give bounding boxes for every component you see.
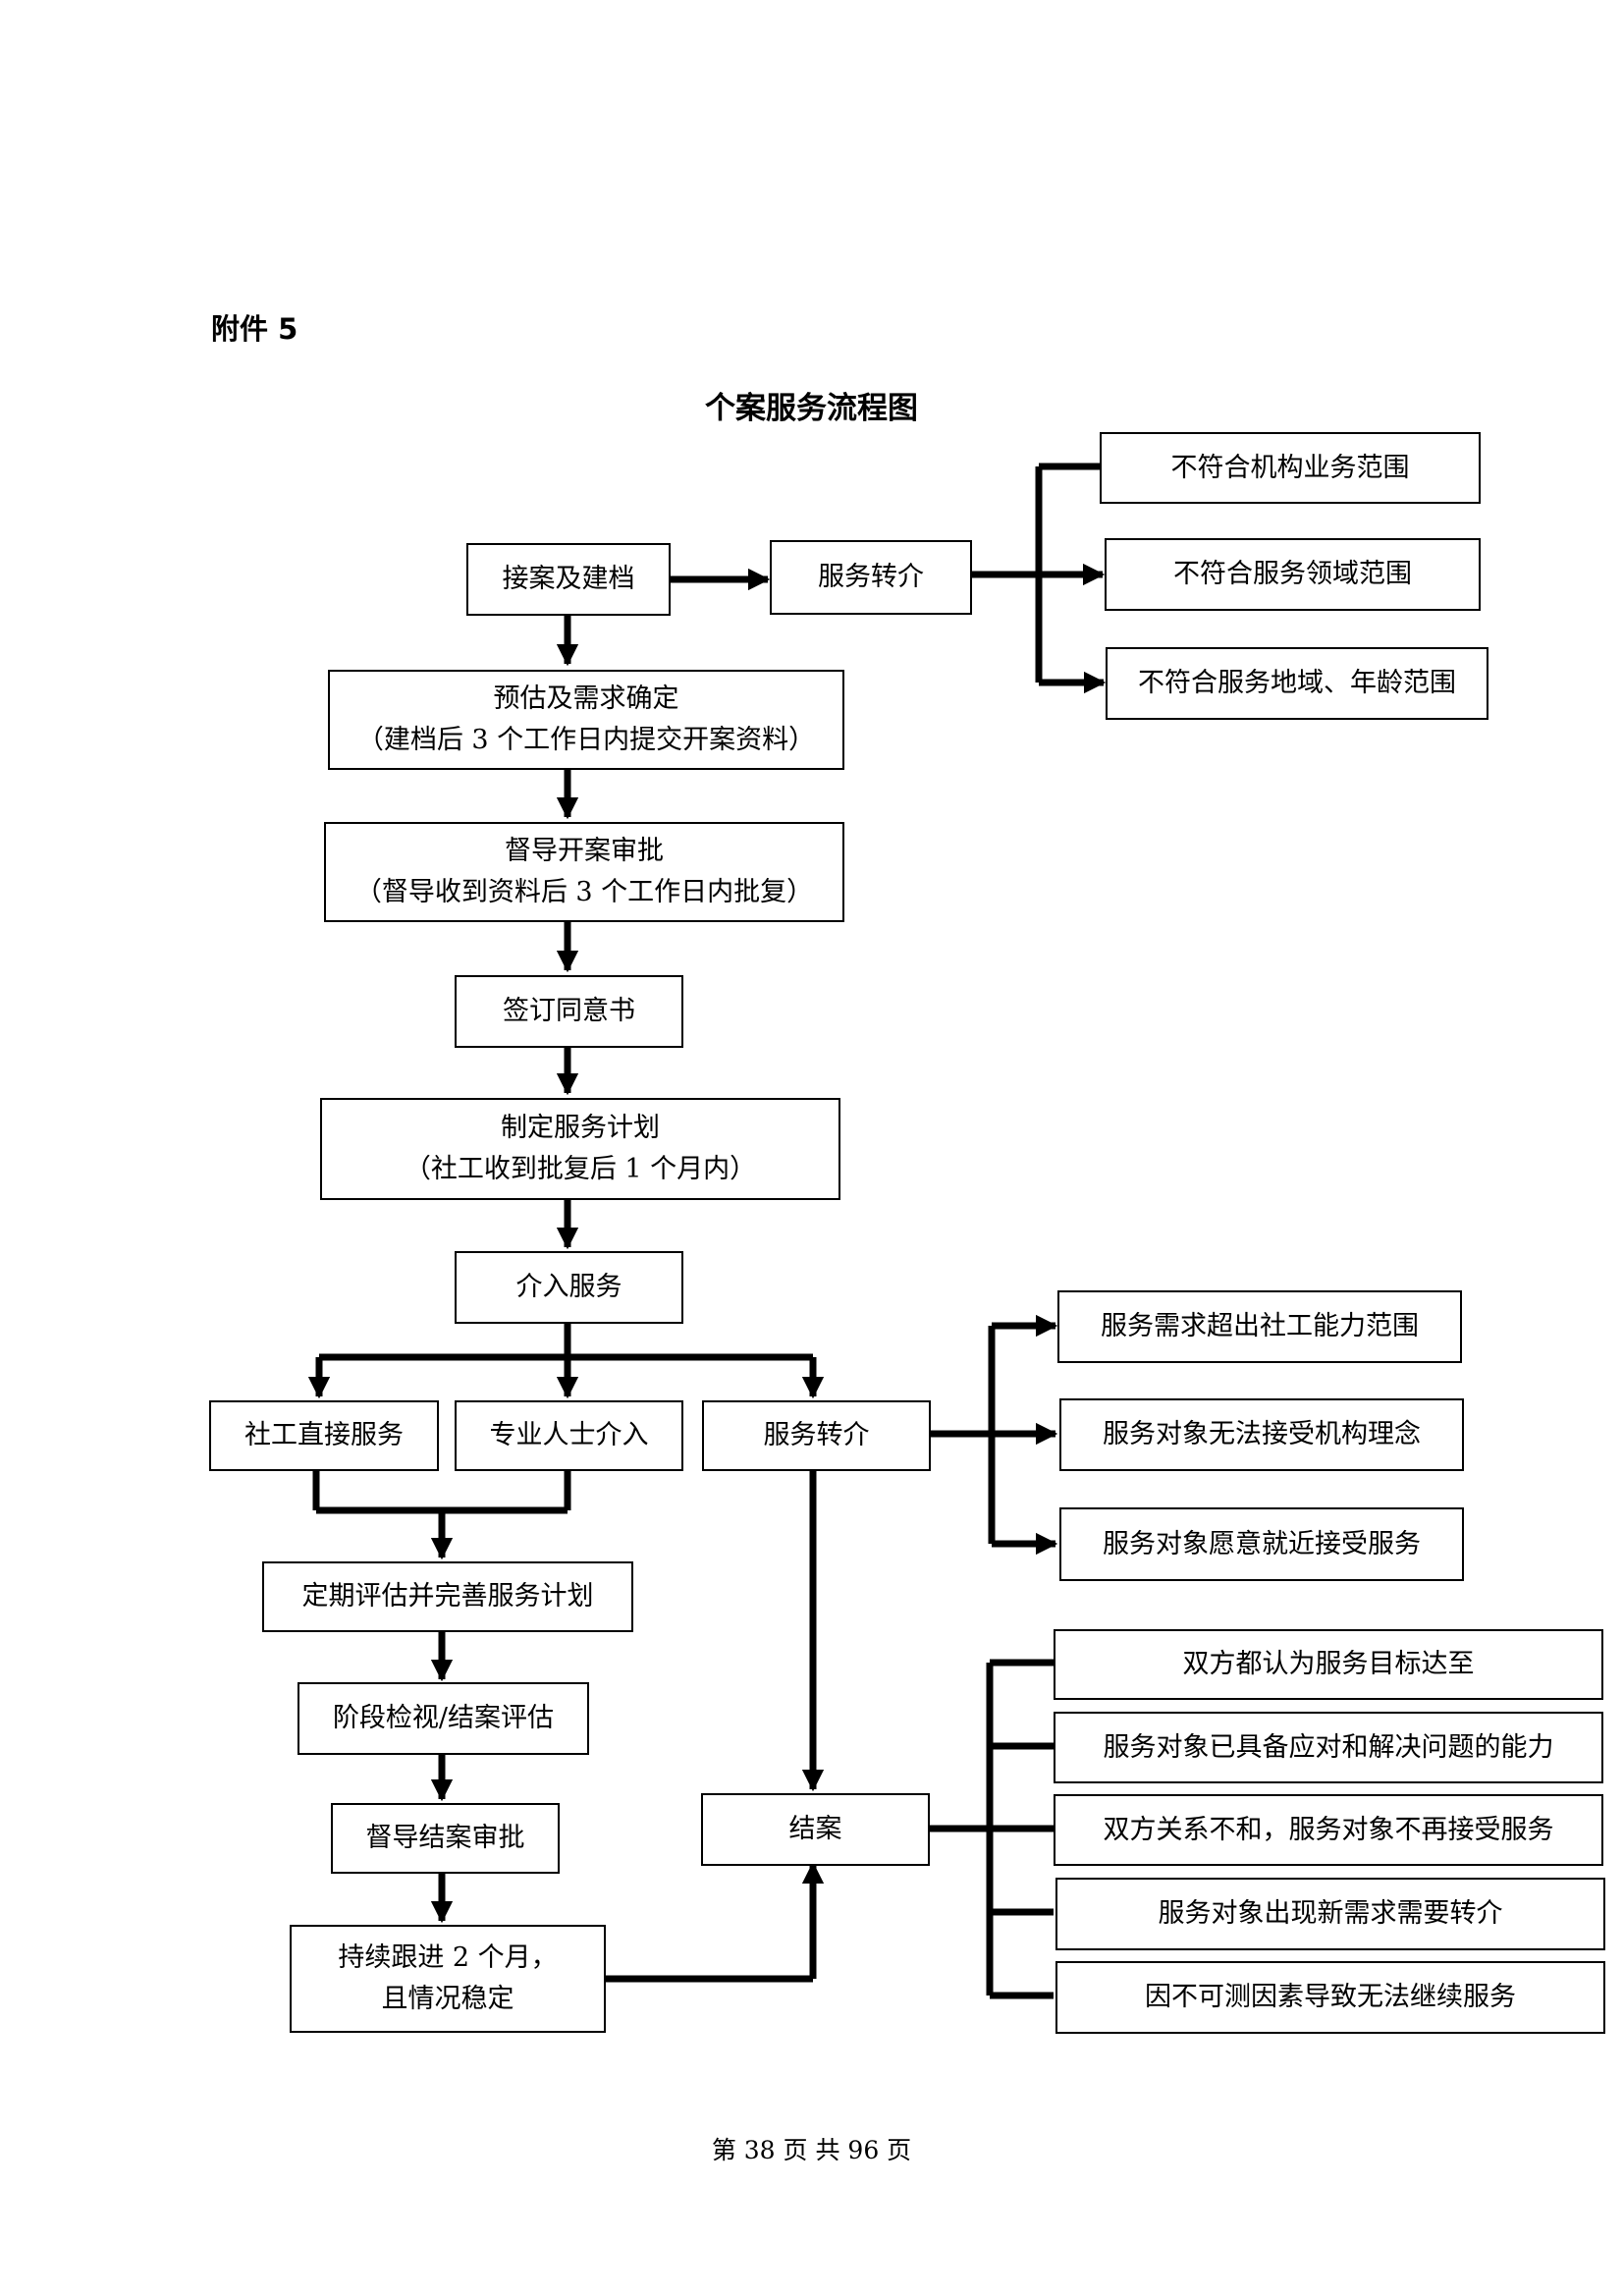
plan-label-line2: （社工收到批复后 1 个月内） [404,1154,757,1184]
open-approval-box: 督导开案审批 （督导收到资料后 3 个工作日内批复） [324,822,844,922]
review-plan-label: 定期评估并完善服务计划 [301,1581,594,1612]
referral-mid-label: 服务转介 [763,1420,870,1450]
reason-top-1-label: 不符合机构业务范围 [1170,452,1410,483]
close-reason-4-label: 服务对象出现新需求需要转介 [1158,1898,1503,1929]
reason-top-3-label: 不符合服务地域、年龄范围 [1138,668,1456,698]
intake-box: 接案及建档 [466,543,671,616]
reason-mid-1-box: 服务需求超出社工能力范围 [1057,1290,1462,1363]
close-box: 结案 [701,1793,930,1866]
intervene-box: 介入服务 [455,1251,683,1324]
referral-top-box: 服务转介 [770,540,972,615]
consent-box: 签订同意书 [455,975,683,1048]
close-reason-1-box: 双方都认为服务目标达至 [1054,1629,1603,1700]
open-approval-line1: 督导开案审批 [505,836,664,866]
close-reason-3-label: 双方关系不和，服务对象不再接受服务 [1103,1814,1554,1845]
close-reason-3-box: 双方关系不和，服务对象不再接受服务 [1054,1794,1603,1866]
assess-label-line1: 预估及需求确定 [493,683,679,714]
followup-label-line2: 且情况稳定 [381,1984,514,2014]
close-approval-label: 督导结案审批 [365,1823,525,1853]
reason-mid-3-box: 服务对象愿意就近接受服务 [1059,1507,1464,1581]
reason-top-3-box: 不符合服务地域、年龄范围 [1106,647,1488,720]
reason-top-2-box: 不符合服务领域范围 [1105,538,1481,611]
close-reason-5-label: 因不可测因素导致无法继续服务 [1145,1982,1516,2012]
followup-label-line1: 持续跟进 2 个月， [338,1942,558,1973]
close-reason-1-label: 双方都认为服务目标达至 [1182,1649,1475,1679]
assess-label-line2: （建档后 3 个工作日内提交开案资料） [356,725,816,755]
page-footer: 第 38 页 共 96 页 [711,2136,912,2164]
reason-top-2-label: 不符合服务领域范围 [1173,559,1412,589]
direct-service-box: 社工直接服务 [209,1400,439,1471]
intervene-label: 介入服务 [515,1272,622,1302]
close-reason-2-label: 服务对象已具备应对和解决问题的能力 [1103,1731,1554,1763]
reason-mid-3-label: 服务对象愿意就近接受服务 [1103,1528,1421,1559]
reason-mid-2-box: 服务对象无法接受机构理念 [1059,1398,1464,1471]
close-reason-4-box: 服务对象出现新需求需要转介 [1055,1878,1605,1950]
professional-label: 专业人士介入 [489,1420,649,1450]
plan-label-line1: 制定服务计划 [501,1113,660,1143]
stage-review-box: 阶段检视/结案评估 [298,1682,589,1755]
intake-label: 接案及建档 [502,564,635,594]
close-approval-box: 督导结案审批 [331,1803,560,1874]
assess-box: 预估及需求确定 （建档后 3 个工作日内提交开案资料） [328,670,844,770]
close-reason-5-box: 因不可测因素导致无法继续服务 [1055,1961,1605,2034]
plan-box: 制定服务计划 （社工收到批复后 1 个月内） [320,1098,840,1200]
open-approval-line2: （督导收到资料后 3 个工作日内批复） [354,877,814,907]
professional-box: 专业人士介入 [455,1400,683,1471]
consent-label: 签订同意书 [503,996,635,1026]
reason-mid-1-label: 服务需求超出社工能力范围 [1101,1311,1419,1341]
followup-box: 持续跟进 2 个月， 且情况稳定 [290,1925,606,2033]
reason-top-1-box: 不符合机构业务范围 [1100,432,1481,504]
close-label: 结案 [788,1814,842,1844]
referral-top-label: 服务转介 [818,562,924,592]
review-plan-box: 定期评估并完善服务计划 [262,1561,633,1632]
stage-review-label: 阶段检视/结案评估 [332,1703,555,1733]
close-reason-2-box: 服务对象已具备应对和解决问题的能力 [1054,1712,1603,1783]
diagram-title: 个案服务流程图 [705,391,918,426]
reason-mid-2-label: 服务对象无法接受机构理念 [1103,1419,1421,1449]
direct-service-label: 社工直接服务 [244,1420,404,1450]
referral-mid-box: 服务转介 [702,1400,931,1471]
attachment-label: 附件 5 [211,312,298,346]
